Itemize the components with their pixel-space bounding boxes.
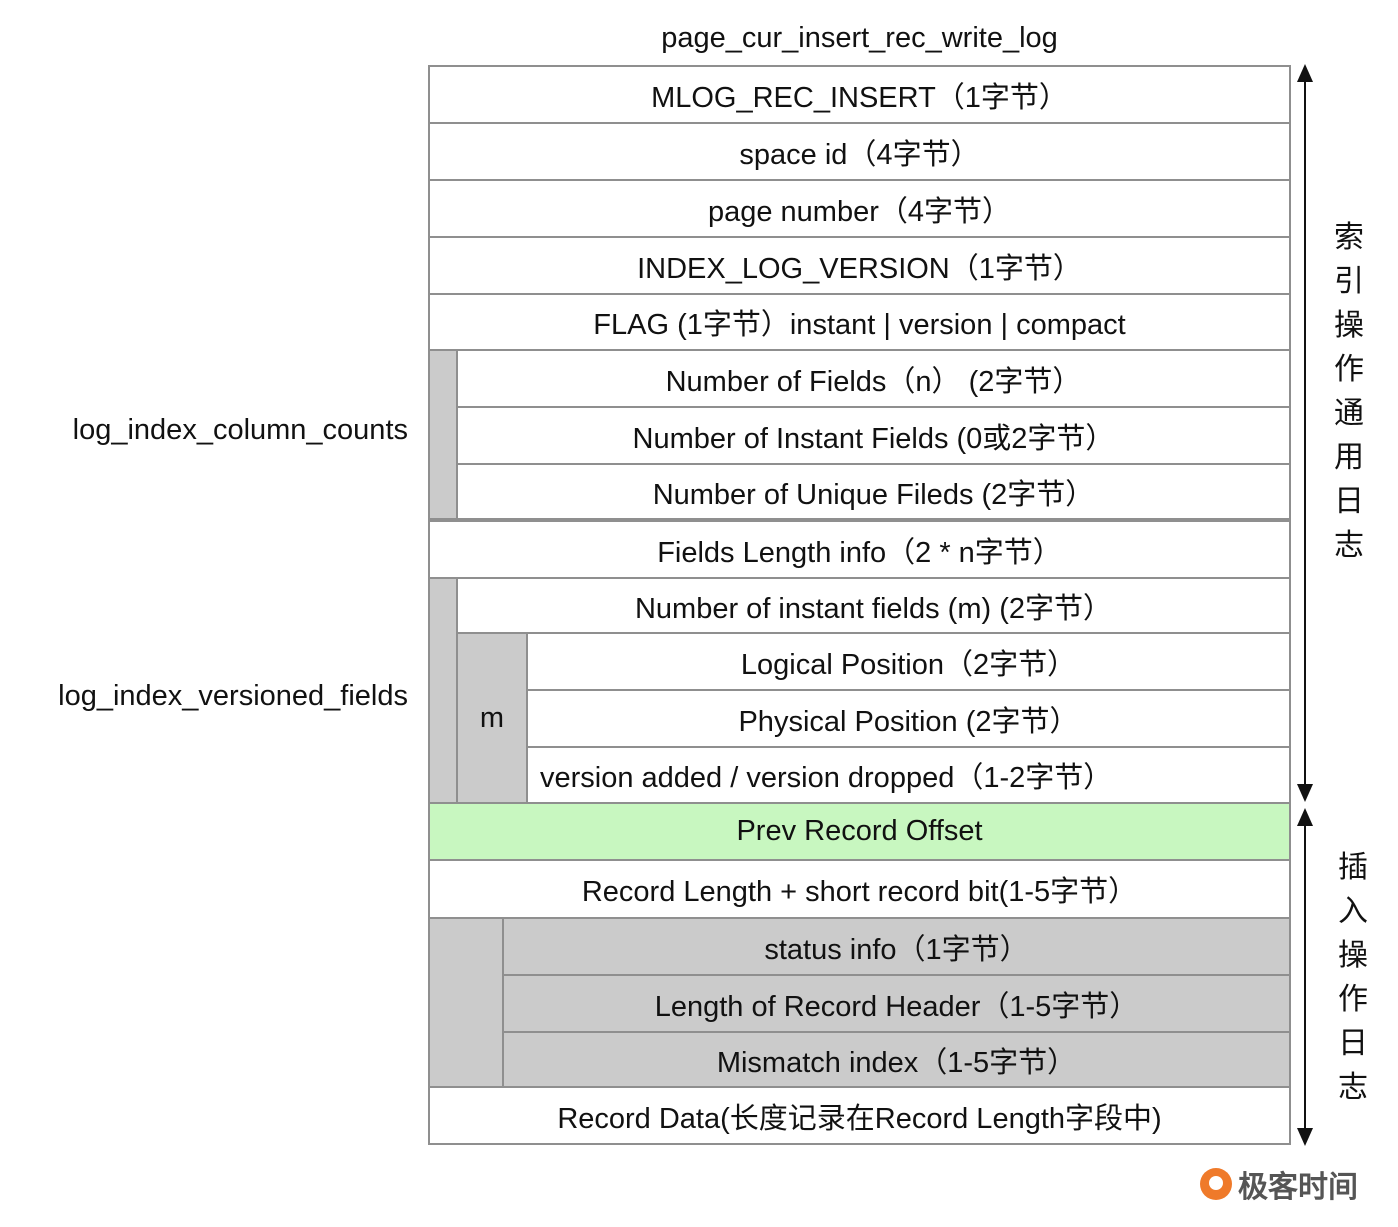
label-log-index-column-counts: log_index_column_counts (72, 414, 408, 446)
row-status-info: status info（1字节） (502, 917, 1291, 976)
m-repeat-block: m (456, 632, 528, 804)
top-arrow-down-icon (1297, 784, 1313, 802)
bottom-arrow-up-icon (1297, 808, 1313, 826)
top-arrow-up-icon (1297, 64, 1313, 82)
row-logical-position: Logical Position（2字节） (526, 632, 1291, 691)
label-insert-operation-log: 插入操作日志 (1338, 851, 1368, 1104)
row-number-of-fields: Number of Fields（n） (2字节） (456, 349, 1291, 408)
versioned-fields-bracket (428, 577, 458, 804)
row-number-of-unique-fields: Number of Unique Fileds (2字节） (456, 463, 1291, 520)
top-arrow-line (1304, 80, 1306, 786)
row-physical-position: Physical Position (2字节） (526, 689, 1291, 748)
logo-text: 极客时间 (1238, 1171, 1358, 1204)
row-record-data: Record Data(长度记录在Record Length字段中) (428, 1086, 1291, 1145)
row-mlog-rec-insert: MLOG_REC_INSERT（1字节） (428, 65, 1291, 124)
label-log-index-versioned-fields: log_index_versioned_fields (58, 680, 408, 712)
row-fields-length-info: Fields Length info（2 * n字节） (428, 520, 1291, 579)
column-counts-bracket (428, 349, 458, 520)
row-number-of-instant-fields: Number of Instant Fields (0或2字节） (456, 406, 1291, 465)
record-header-bracket (428, 917, 504, 1088)
row-flag: FLAG (1字节）instant | version | compact (428, 293, 1291, 351)
logo-icon (1200, 1168, 1232, 1200)
bottom-arrow-down-icon (1297, 1128, 1313, 1146)
row-version-added-dropped: version added / version dropped（1-2字节） (526, 746, 1291, 804)
row-prev-record-offset: Prev Record Offset (428, 802, 1291, 861)
row-record-length: Record Length + short record bit(1-5字节） (428, 859, 1291, 919)
label-index-operation-log: 索引操作通用日志 (1334, 221, 1364, 562)
logo: 极客时间 (1200, 1160, 1358, 1208)
row-page-number: page number（4字节） (428, 179, 1291, 238)
row-space-id: space id（4字节） (428, 122, 1291, 181)
diagram-title: page_cur_insert_rec_write_log (661, 21, 1058, 54)
row-length-of-record-header: Length of Record Header（1-5字节） (502, 974, 1291, 1033)
row-index-log-version: INDEX_LOG_VERSION（1字节） (428, 236, 1291, 295)
row-number-of-instant-fields-m: Number of instant fields (m) (2字节） (456, 577, 1291, 634)
bottom-arrow-line (1304, 824, 1306, 1130)
row-mismatch-index: Mismatch index（1-5字节） (502, 1031, 1291, 1088)
